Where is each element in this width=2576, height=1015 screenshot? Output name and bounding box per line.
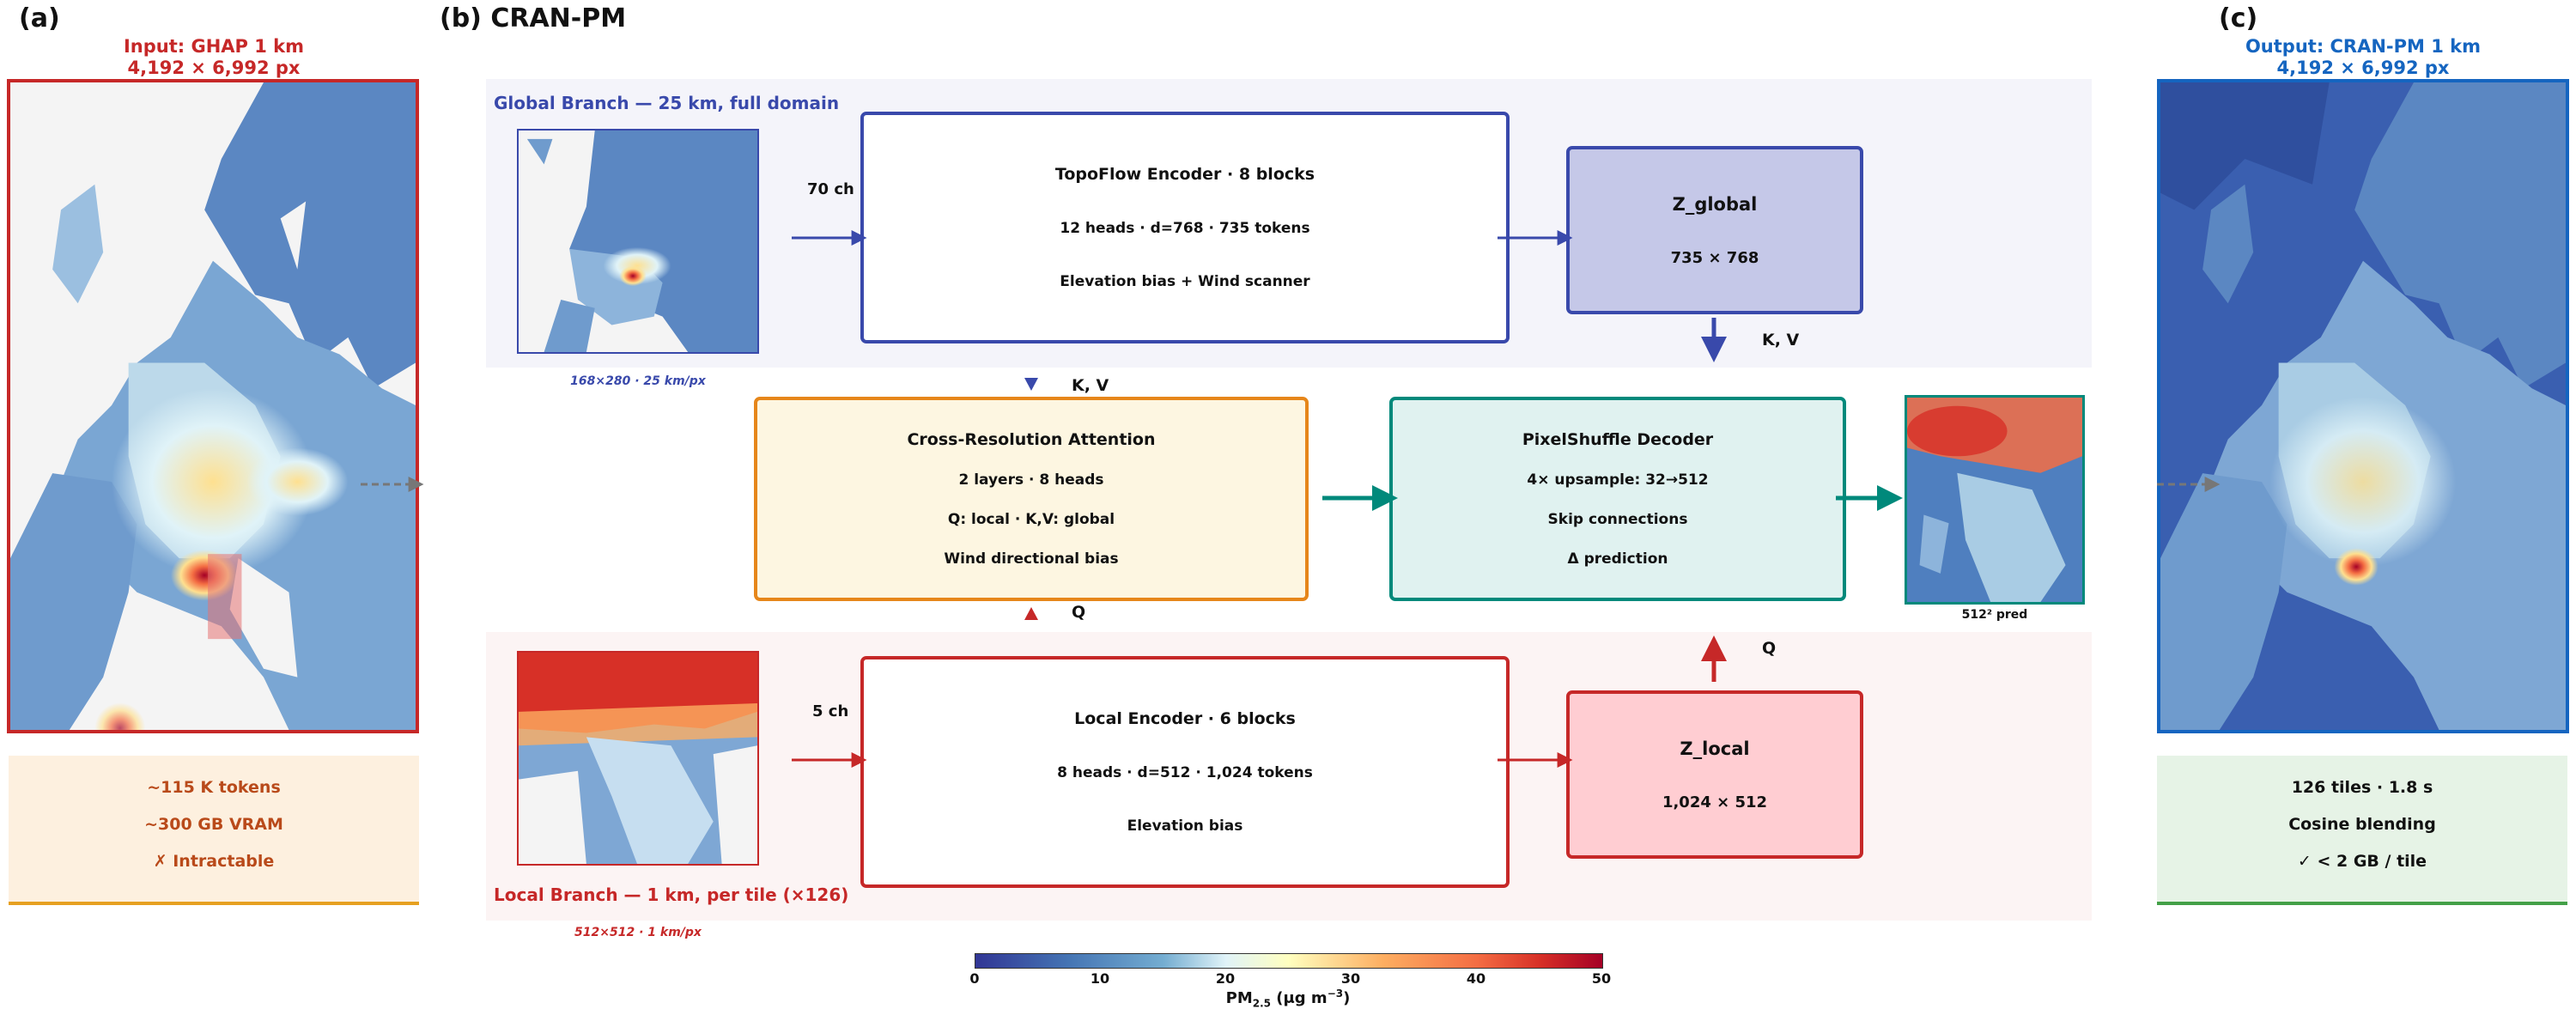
pixelshuffle-decoder-box: PixelShuffle Decoder 4× upsample: 32→512…	[1389, 397, 1846, 601]
local-encoder-heads: 8 heads · d=512 · 1,024 tokens	[1057, 764, 1313, 781]
cross-attn-wind: Wind directional bias	[944, 550, 1119, 568]
local-encoder-box: Local Encoder · 6 blocks 8 heads · d=512…	[860, 656, 1510, 888]
input-map-title: Input: GHAP 1 km 4,192 × 6,992 px	[9, 36, 419, 79]
arrow-up-icon	[1024, 607, 1038, 620]
global-encoder-title: TopoFlow Encoder · 8 blocks	[1054, 165, 1315, 184]
input-note-tokens: ~115 K tokens	[147, 778, 281, 797]
prediction-map-image	[1907, 398, 2082, 602]
local-branch-title: Local Branch — 1 km, per tile (×126)	[494, 884, 849, 905]
colorbar-label-sub: 2.5	[1252, 997, 1272, 1010]
input-map	[7, 79, 419, 733]
input-map-title-line1: Input: GHAP 1 km	[123, 36, 305, 57]
prediction-caption: 512² pred	[1961, 608, 2028, 622]
z-local-title: Z_local	[1680, 738, 1750, 759]
panel-a-letter: (a)	[19, 3, 60, 33]
global-branch-title: Global Branch — 25 km, full domain	[494, 93, 840, 113]
cross-attn-qkv: Q: local · K,V: global	[947, 511, 1115, 528]
global-channels-label: 70 ch	[807, 180, 854, 198]
input-dashed-arrow	[361, 477, 424, 492]
global-kv-label: K, V	[1762, 331, 1800, 349]
colorbar-label-main: PM	[1225, 989, 1253, 1007]
cross-attn-layers: 2 layers · 8 heads	[958, 471, 1104, 489]
output-note-memory: ✓ < 2 GB / tile	[2297, 852, 2427, 871]
local-q-label: Q	[1762, 639, 1777, 658]
local-input-map	[517, 651, 759, 866]
z-local-shape: 1,024 × 512	[1662, 793, 1768, 811]
z-global-shape: 735 × 768	[1670, 248, 1759, 267]
cross-resolution-attention-box: Cross-Resolution Attention 2 layers · 8 …	[754, 397, 1309, 601]
output-note-tiles: 126 tiles · 1.8 s	[2291, 778, 2433, 797]
input-note-vram: ~300 GB VRAM	[144, 815, 283, 834]
local-encoder-title: Local Encoder · 6 blocks	[1074, 709, 1296, 728]
global-encoder-heads: 12 heads · d=768 · 735 tokens	[1060, 220, 1310, 237]
decoder-title: PixelShuffle Decoder	[1522, 430, 1714, 449]
input-map-image	[10, 82, 416, 730]
pm25-colorbar	[975, 953, 1603, 969]
output-dashed-arrow	[2157, 477, 2221, 492]
colorbar-tick: 30	[1340, 970, 1361, 987]
colorbar-tick: 0	[969, 970, 980, 987]
local-map-caption: 512×512 · 1 km/px	[574, 926, 702, 939]
output-note-blending: Cosine blending	[2288, 815, 2436, 834]
prediction-map	[1905, 395, 2085, 605]
panel-b-letter: (b) CRAN-PM	[440, 3, 627, 33]
colorbar-ticks: 0 10 20 30 40 50	[969, 970, 1611, 988]
local-encoder-bias: Elevation bias	[1127, 817, 1243, 835]
z-global-title: Z_global	[1672, 193, 1758, 215]
output-map-image	[2160, 82, 2566, 730]
center-kv-label: K, V	[1072, 376, 1109, 395]
z-global-box: Z_global 735 × 768	[1566, 146, 1863, 314]
local-channels-label: 5 ch	[812, 702, 849, 720]
input-map-title-line2: 4,192 × 6,992 px	[127, 58, 301, 78]
decoder-skip: Skip connections	[1547, 511, 1688, 528]
output-map-title-line2: 4,192 × 6,992 px	[2276, 58, 2450, 78]
topoflow-encoder-box: TopoFlow Encoder · 8 blocks 12 heads · d…	[860, 112, 1510, 343]
z-local-box: Z_local 1,024 × 512	[1566, 690, 1863, 859]
global-map-image	[519, 131, 757, 352]
colorbar-label-end: )	[1343, 989, 1351, 1007]
output-map-title-line1: Output: CRAN-PM 1 km	[2245, 36, 2482, 57]
colorbar-tick: 50	[1591, 970, 1612, 987]
tile-highlight	[208, 554, 242, 640]
global-map-caption: 168×280 · 25 km/px	[570, 374, 706, 388]
input-cost-note: ~115 K tokens ~300 GB VRAM ✗ Intractable	[9, 756, 419, 905]
colorbar-label-unit: (μg m	[1271, 989, 1327, 1007]
colorbar-tick: 20	[1215, 970, 1236, 987]
output-map-title: Output: CRAN-PM 1 km 4,192 × 6,992 px	[2157, 36, 2569, 79]
colorbar-tick: 40	[1466, 970, 1486, 987]
colorbar-label-sup: −3	[1327, 988, 1344, 1000]
global-input-map	[517, 129, 759, 354]
decoder-delta: Δ prediction	[1567, 550, 1668, 568]
cross-attn-title: Cross-Resolution Attention	[907, 430, 1156, 449]
decoder-upsample: 4× upsample: 32→512	[1527, 471, 1709, 489]
colorbar-tick: 10	[1090, 970, 1110, 987]
global-encoder-bias: Elevation bias + Wind scanner	[1060, 273, 1310, 290]
local-map-image	[519, 653, 757, 864]
input-note-intractable: ✗ Intractable	[153, 852, 275, 871]
output-cost-note: 126 tiles · 1.8 s Cosine blending ✓ < 2 …	[2157, 756, 2567, 905]
panel-c-letter: (c)	[2219, 3, 2258, 33]
colorbar-label: PM2.5 (μg m−3)	[975, 988, 1601, 1010]
arrow-down-icon	[1024, 378, 1038, 391]
output-map	[2157, 79, 2569, 733]
center-q-label: Q	[1072, 603, 1086, 622]
